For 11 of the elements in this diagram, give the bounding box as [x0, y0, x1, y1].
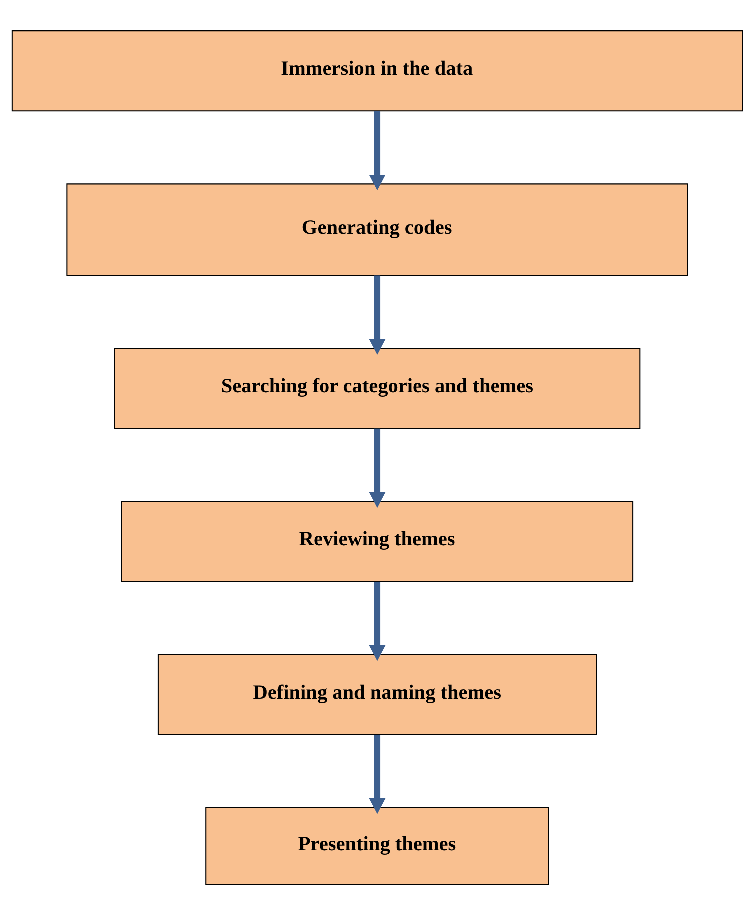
node-box: Reviewing themes [121, 500, 634, 582]
node-box: Presenting themes [206, 806, 550, 885]
node-box: Immersion in the data [12, 30, 744, 112]
arrow [369, 581, 386, 661]
arrow [369, 110, 386, 190]
arrow [369, 275, 386, 354]
arrow [369, 734, 386, 814]
arrow [369, 428, 386, 508]
node-box: Defining and naming themes [158, 654, 598, 735]
node-box: Searching for categories and themes [114, 347, 641, 429]
node-box: Generating codes [66, 183, 688, 276]
